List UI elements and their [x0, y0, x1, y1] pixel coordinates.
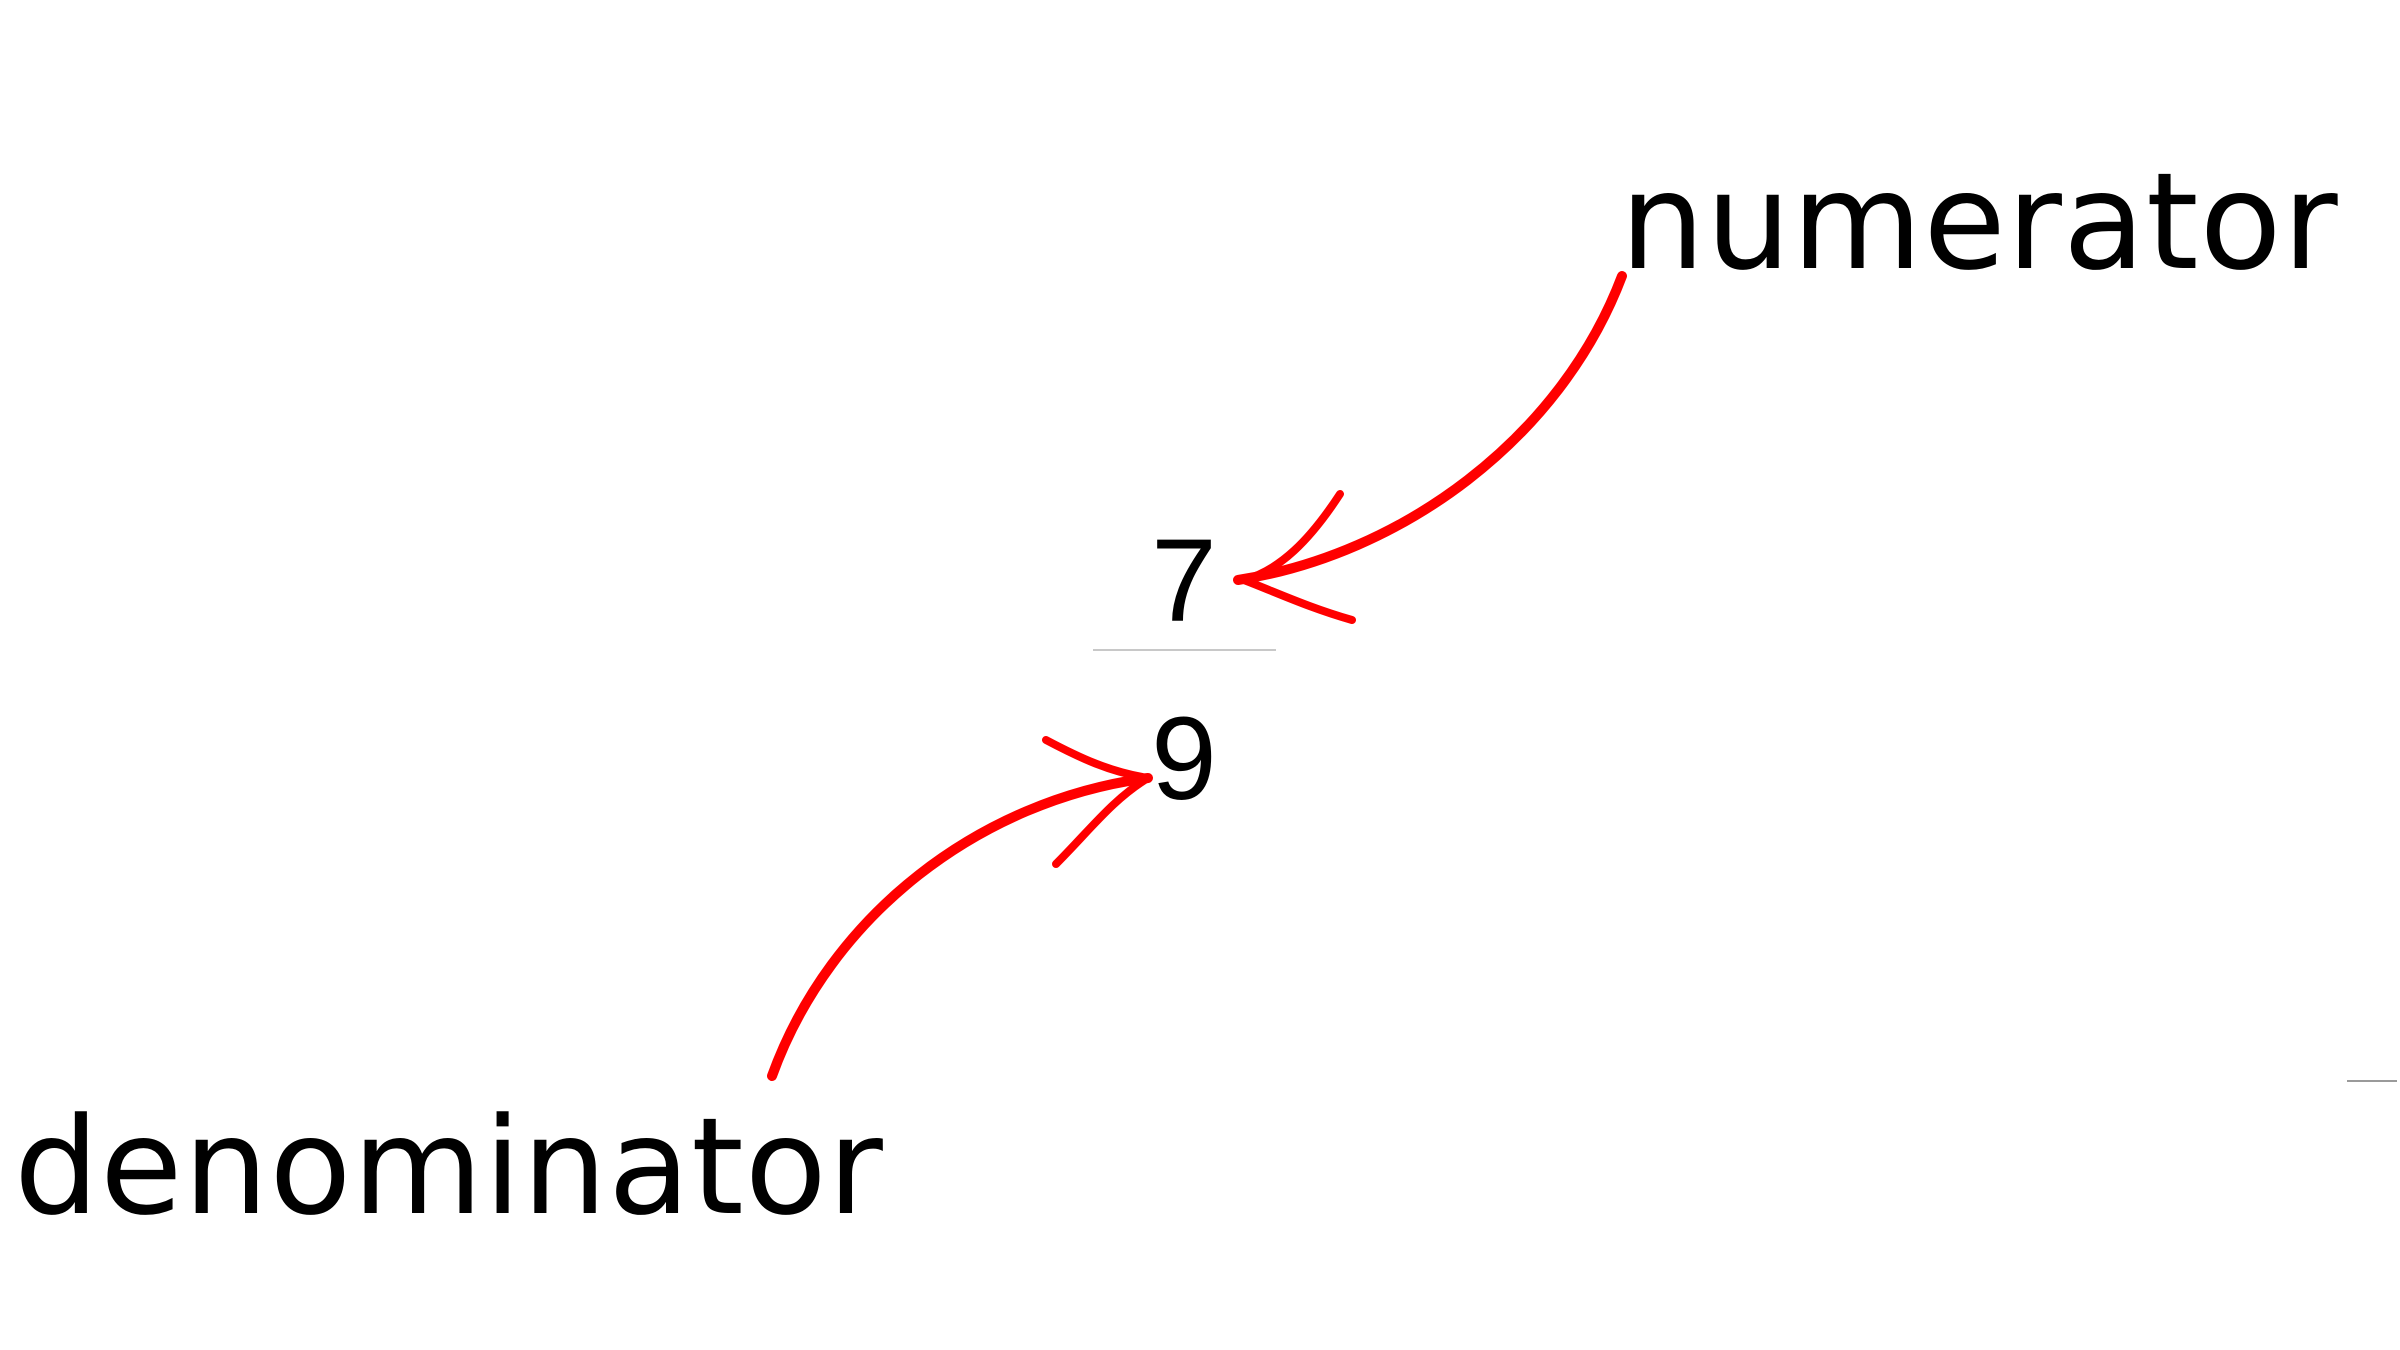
denominator-label: denominator: [14, 1089, 884, 1245]
numerator-arrow-shaft: [1233, 271, 1627, 585]
denominator-digit: 9: [1151, 693, 1217, 825]
numerator-arrow: [1233, 271, 1627, 624]
numerator-label: numerator: [1620, 144, 2339, 300]
numerator-digit: 7: [1151, 515, 1217, 647]
fraction-bar: [1093, 649, 1276, 651]
corner-mark: [2347, 1080, 2397, 1082]
denominator-arrow: [767, 736, 1153, 1081]
denominator-arrow-shaft: [767, 773, 1153, 1081]
numerator-arrow-head: [1240, 490, 1356, 624]
denominator-arrow-head: [1042, 736, 1152, 868]
